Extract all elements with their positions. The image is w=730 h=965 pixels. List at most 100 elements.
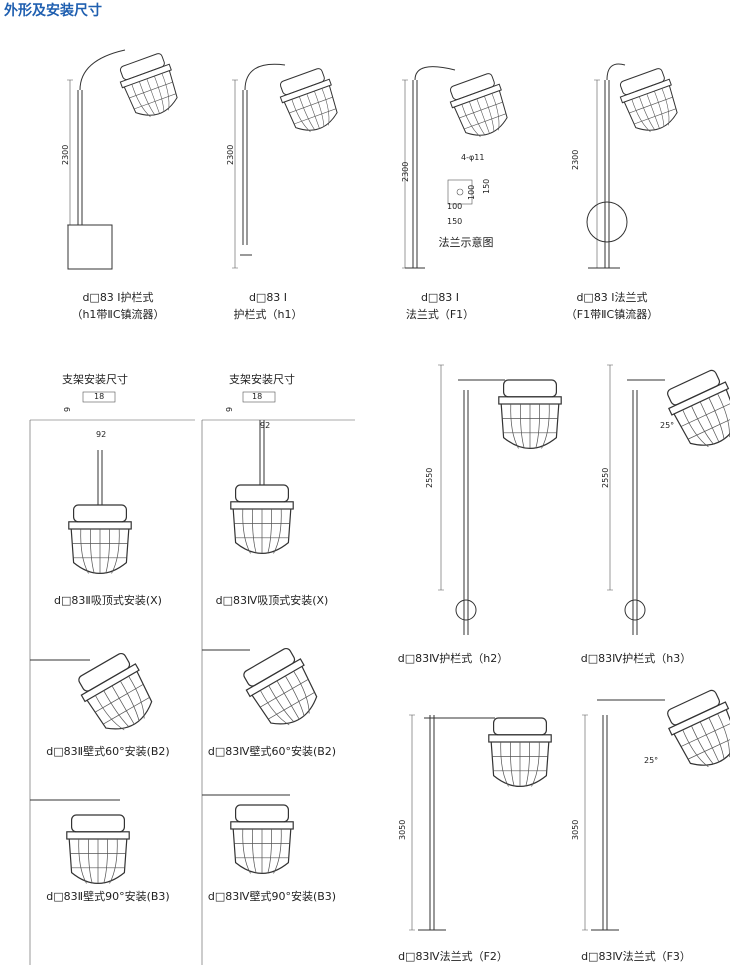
flange-dim: 100 [447,202,462,211]
flange-hole [456,188,464,196]
height-dim: 2300 [226,145,235,165]
dimension-line [409,714,415,931]
guard-bar [111,685,135,725]
lamp-guard [68,838,128,884]
guard-bar [682,729,709,768]
guard-bar [131,84,151,118]
guard-bar [509,741,515,787]
lamp-ring [668,381,730,416]
flange-dim: 100 [467,185,476,200]
lamp-fixture [667,369,730,448]
bracket-plate [82,391,116,403]
lamp-housing [78,652,131,692]
guard-bar [314,90,325,127]
lamp-housing [119,53,165,81]
caption: d□83Ⅳ护栏式（h3） [581,651,692,665]
angle-dim: 25° [660,421,674,430]
flange-label: 法兰示意图 [439,235,494,249]
lamp-guard [70,528,130,574]
lamp-fixture [66,814,130,884]
guard-bar [80,528,89,574]
junction-box [455,599,477,621]
lamp-fixture [243,647,318,726]
guard-bar [103,838,109,884]
lamp-guard [673,389,730,446]
pole-arm [244,63,286,91]
guard-bar [661,88,670,126]
lamp-fixture [488,717,552,787]
guard-bar [87,838,93,884]
flange-plate [447,179,473,205]
flange-dim: 150 [447,217,462,226]
height-dim: 2300 [61,145,70,165]
guard-bar [682,409,709,448]
wall-arm [30,794,290,801]
guard-bar [535,403,541,449]
guard-ring [289,96,336,125]
guard-bar [525,741,531,787]
wall-arm [30,649,250,661]
height-dim: 3050 [571,820,580,840]
lamp-housing [619,68,665,96]
guard-ring [72,543,128,559]
bracket-label: 支架安装尺寸 [62,372,128,386]
pole [412,80,418,268]
caption: d□83 Ⅰ [421,291,459,304]
lamp-ring [619,78,672,104]
caption: d□83Ⅳ壁式90°安装(B3) [208,889,336,903]
guard-bar [260,690,290,726]
guard-ring [234,843,290,859]
guard-bar [78,838,87,884]
guard-ring [681,402,730,440]
lamp-fixture [279,68,338,133]
lamp-ring [119,63,172,89]
guard-bar [699,401,720,443]
bracket-plate [242,391,276,403]
guard-bar [500,741,509,787]
caption: （F1带ⅡC镇流器） [566,307,658,321]
lamp-fixture [449,73,508,138]
height-dim: 2550 [425,468,434,488]
lamp-guard [490,741,550,787]
guard-bar [519,403,525,449]
pole-arm [414,66,456,81]
bracket-dim: 18 [94,392,104,401]
ballast-box [67,224,113,270]
lamp-guard [232,508,292,554]
guard-bar [691,725,714,765]
lamp-ring [230,821,294,830]
lamp-ring [230,501,294,510]
guard-ring [234,523,290,539]
lamp-fixture [68,504,132,574]
guard-bar [291,99,311,133]
bracket-dim: 9 [225,407,234,412]
angle-dim: 25° [644,756,658,765]
guard-bar [105,528,111,574]
dimension-line [438,364,444,591]
guard-bar [273,828,282,874]
guard-bar [128,675,145,719]
caption: d□83 Ⅰ法兰式 [576,290,647,304]
caption: d□83Ⅳ护栏式（h2） [398,651,509,665]
pole [242,90,248,245]
guard-bar [242,828,251,874]
caption: d□83Ⅳ法兰式（F2） [398,949,508,963]
guard-bar [699,721,720,763]
guard-bar [293,670,310,714]
bracket-dim: 18 [252,392,262,401]
guard-ring [260,679,315,720]
guard-bar [708,717,725,760]
guard-ring [492,756,548,772]
page-title: 外形及安装尺寸 [4,3,102,19]
guard-bar [476,98,490,134]
lamp-ring [449,83,502,109]
height-dim: 2300 [401,162,410,182]
guard-bar [268,685,295,723]
guard-ring [629,96,676,125]
guard-bar [639,96,656,131]
lamp-housing [234,484,290,503]
bracket-dim: 92 [260,421,270,430]
guard-bar [469,101,486,136]
guard-bar [321,88,330,126]
